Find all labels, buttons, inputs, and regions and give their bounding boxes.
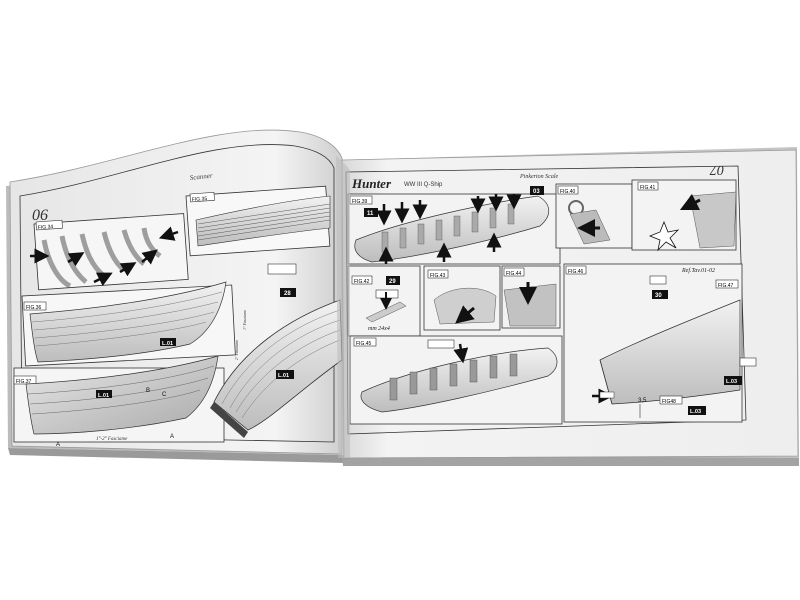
annotation-a1: A xyxy=(56,442,60,448)
left-header-title: Scanner xyxy=(189,172,213,182)
fig46-47-panel: FIG.46 FIG.47 Ref.Tav.01-02 30 L.03 3,5 … xyxy=(563,263,757,423)
ref-label: Ref.Tav.01-02 xyxy=(681,267,715,274)
fig46-label: FIG.46 xyxy=(568,269,584,275)
vertical-note-1: 2° Fasciame xyxy=(234,340,239,360)
fig43-panel: FIG.43 xyxy=(423,265,501,331)
code-11: 11 xyxy=(367,211,374,217)
large-hull-code: L.01 xyxy=(278,373,289,379)
code-30: 30 xyxy=(655,293,662,299)
fig45-label: FIG.45 xyxy=(356,341,372,347)
left-page: 06 Scanner FIG.34 FIG.35 xyxy=(9,129,343,455)
fig37-panel: FIG.37 L.01 B C A A 1°-2° Fasciame xyxy=(13,355,225,448)
fig39-label: FIG.39 xyxy=(352,199,368,205)
fig36-label: FIG.36 xyxy=(26,305,42,311)
fig36-panel: FIG.36 L.01 xyxy=(21,281,236,367)
fig47-label: FIG.47 xyxy=(718,283,734,289)
left-page-number: 06 xyxy=(32,207,48,224)
fig34-label: FIG.34 xyxy=(38,224,54,231)
vertical-note-2: 1° Fasciame xyxy=(242,310,247,330)
right-page: Hunter WW III Q-Ship Pinkerton Scale 07 … xyxy=(341,149,799,459)
fig43-label: FIG.43 xyxy=(430,273,446,279)
fig-large-hull: 28 L.01 2° Fasciame 1° Fasciame xyxy=(210,263,343,438)
fig39-panel: FIG.39 11 03 xyxy=(347,186,561,265)
fig42-label: FIG.42 xyxy=(354,279,370,285)
brand-subtitle: WW III Q-Ship xyxy=(404,182,443,188)
code-28: 28 xyxy=(284,291,291,297)
code-29: 29 xyxy=(389,279,396,285)
header-right: Pinkerton Scale xyxy=(519,174,558,180)
right-page-number: 07 xyxy=(709,162,724,177)
fig40-label: FIG.40 xyxy=(560,189,576,195)
measure-note: 3,5 xyxy=(638,398,647,404)
fig35-panel: FIG.35 xyxy=(185,185,331,257)
code-l03-b: L.03 xyxy=(690,409,701,415)
annotation-c: C xyxy=(162,392,167,398)
annotation-a2: A xyxy=(170,434,174,440)
fig44-panel: FIG.44 xyxy=(501,265,561,329)
code-03: 03 xyxy=(533,189,540,195)
fig41-label: FIG.41 xyxy=(640,185,656,191)
fig45-panel: FIG.45 xyxy=(349,335,563,425)
fig37-label: FIG.37 xyxy=(16,379,32,385)
brand-title: Hunter xyxy=(351,176,392,191)
fig42-panel: FIG.42 29 mm 24x4 xyxy=(347,265,421,337)
fig44-label: FIG.44 xyxy=(506,271,522,277)
dimension-note: mm 24x4 xyxy=(368,325,390,332)
spine-shadow xyxy=(336,156,350,458)
fig41-panel: FIG.41 xyxy=(631,179,737,252)
planking-note: 1°-2° Fasciame xyxy=(96,437,128,442)
fig48-label: FIG48 xyxy=(662,399,676,405)
fig40-panel: FIG.40 xyxy=(555,183,633,249)
fig36-code: L.01 xyxy=(162,341,173,347)
fig37-code: L.01 xyxy=(98,393,109,399)
fig34-panel: FIG.34 xyxy=(30,213,189,291)
annotation-b: B xyxy=(146,388,150,394)
code-l03-a: L.03 xyxy=(726,379,737,385)
fig35-label: FIG.35 xyxy=(192,196,208,203)
